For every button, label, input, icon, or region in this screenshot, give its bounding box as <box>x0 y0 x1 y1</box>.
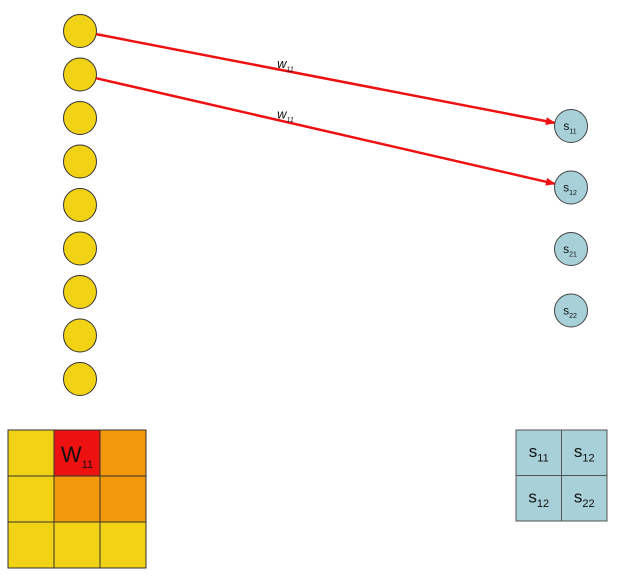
input-neuron <box>63 231 97 266</box>
label: s12 <box>528 487 549 510</box>
label-subscript: 11 <box>569 128 576 135</box>
input-neuron <box>63 14 97 48</box>
kernel-cell <box>7 475 55 523</box>
label-main: s <box>529 442 538 461</box>
kernel-cell <box>53 521 101 569</box>
kernel-cell <box>53 429 101 477</box>
input-neuron <box>63 101 97 135</box>
label-main: s <box>563 242 569 256</box>
kernel-cell <box>53 475 101 523</box>
label-subscript: 11 <box>537 453 548 465</box>
input-neuron <box>63 362 97 396</box>
label: W11 <box>61 442 93 471</box>
label-subscript: 11 <box>287 117 294 124</box>
input-neuron <box>63 144 97 179</box>
label-subscript: 12 <box>582 453 594 465</box>
kernel-weight-grid: W11 <box>7 429 147 569</box>
kernel-cell <box>99 521 147 569</box>
output-neuron-s21 <box>554 232 588 266</box>
input-neuron <box>63 318 97 353</box>
weight-connection <box>95 76 556 186</box>
label-subscript: 21 <box>569 251 577 258</box>
label: s12 <box>563 181 577 197</box>
label-main: s <box>563 304 569 318</box>
label: s21 <box>563 242 577 258</box>
label: s11 <box>529 442 549 465</box>
label-subscript: 22 <box>582 498 594 510</box>
label-main: s <box>563 181 569 195</box>
label-subscript: 22 <box>569 313 577 320</box>
label: w11 <box>277 56 294 74</box>
label-main: s <box>574 442 583 461</box>
input-neuron <box>63 57 97 92</box>
label: w11 <box>277 106 294 124</box>
kernel-cell <box>99 429 147 477</box>
label-main: W <box>61 442 82 467</box>
label: s11 <box>563 119 576 135</box>
input-layer <box>63 14 97 396</box>
label: s22 <box>574 487 595 510</box>
label-subscript: 12 <box>569 190 577 197</box>
kernel-cell <box>7 429 55 477</box>
weight-connection <box>95 32 556 126</box>
output-grid-cell <box>561 429 608 476</box>
output-grid-cell <box>561 475 608 522</box>
label-main: s <box>563 119 569 133</box>
label-main: s <box>574 487 583 506</box>
output-neuron-s11 <box>554 109 588 143</box>
kernel-cell <box>7 521 55 569</box>
output-neuron-s12 <box>554 170 588 205</box>
label-main: s <box>528 487 537 506</box>
label-main: w <box>277 106 288 121</box>
label: s22 <box>563 304 577 320</box>
label: s12 <box>574 442 595 465</box>
label-subscript: 11 <box>82 459 93 471</box>
kernel-cell <box>99 475 147 523</box>
label-subscript: 11 <box>287 66 294 73</box>
input-neuron <box>63 275 97 309</box>
input-neuron <box>63 188 97 222</box>
label-subscript: 12 <box>537 498 549 510</box>
label-main: w <box>277 56 288 71</box>
output-neuron-s22 <box>554 293 588 328</box>
